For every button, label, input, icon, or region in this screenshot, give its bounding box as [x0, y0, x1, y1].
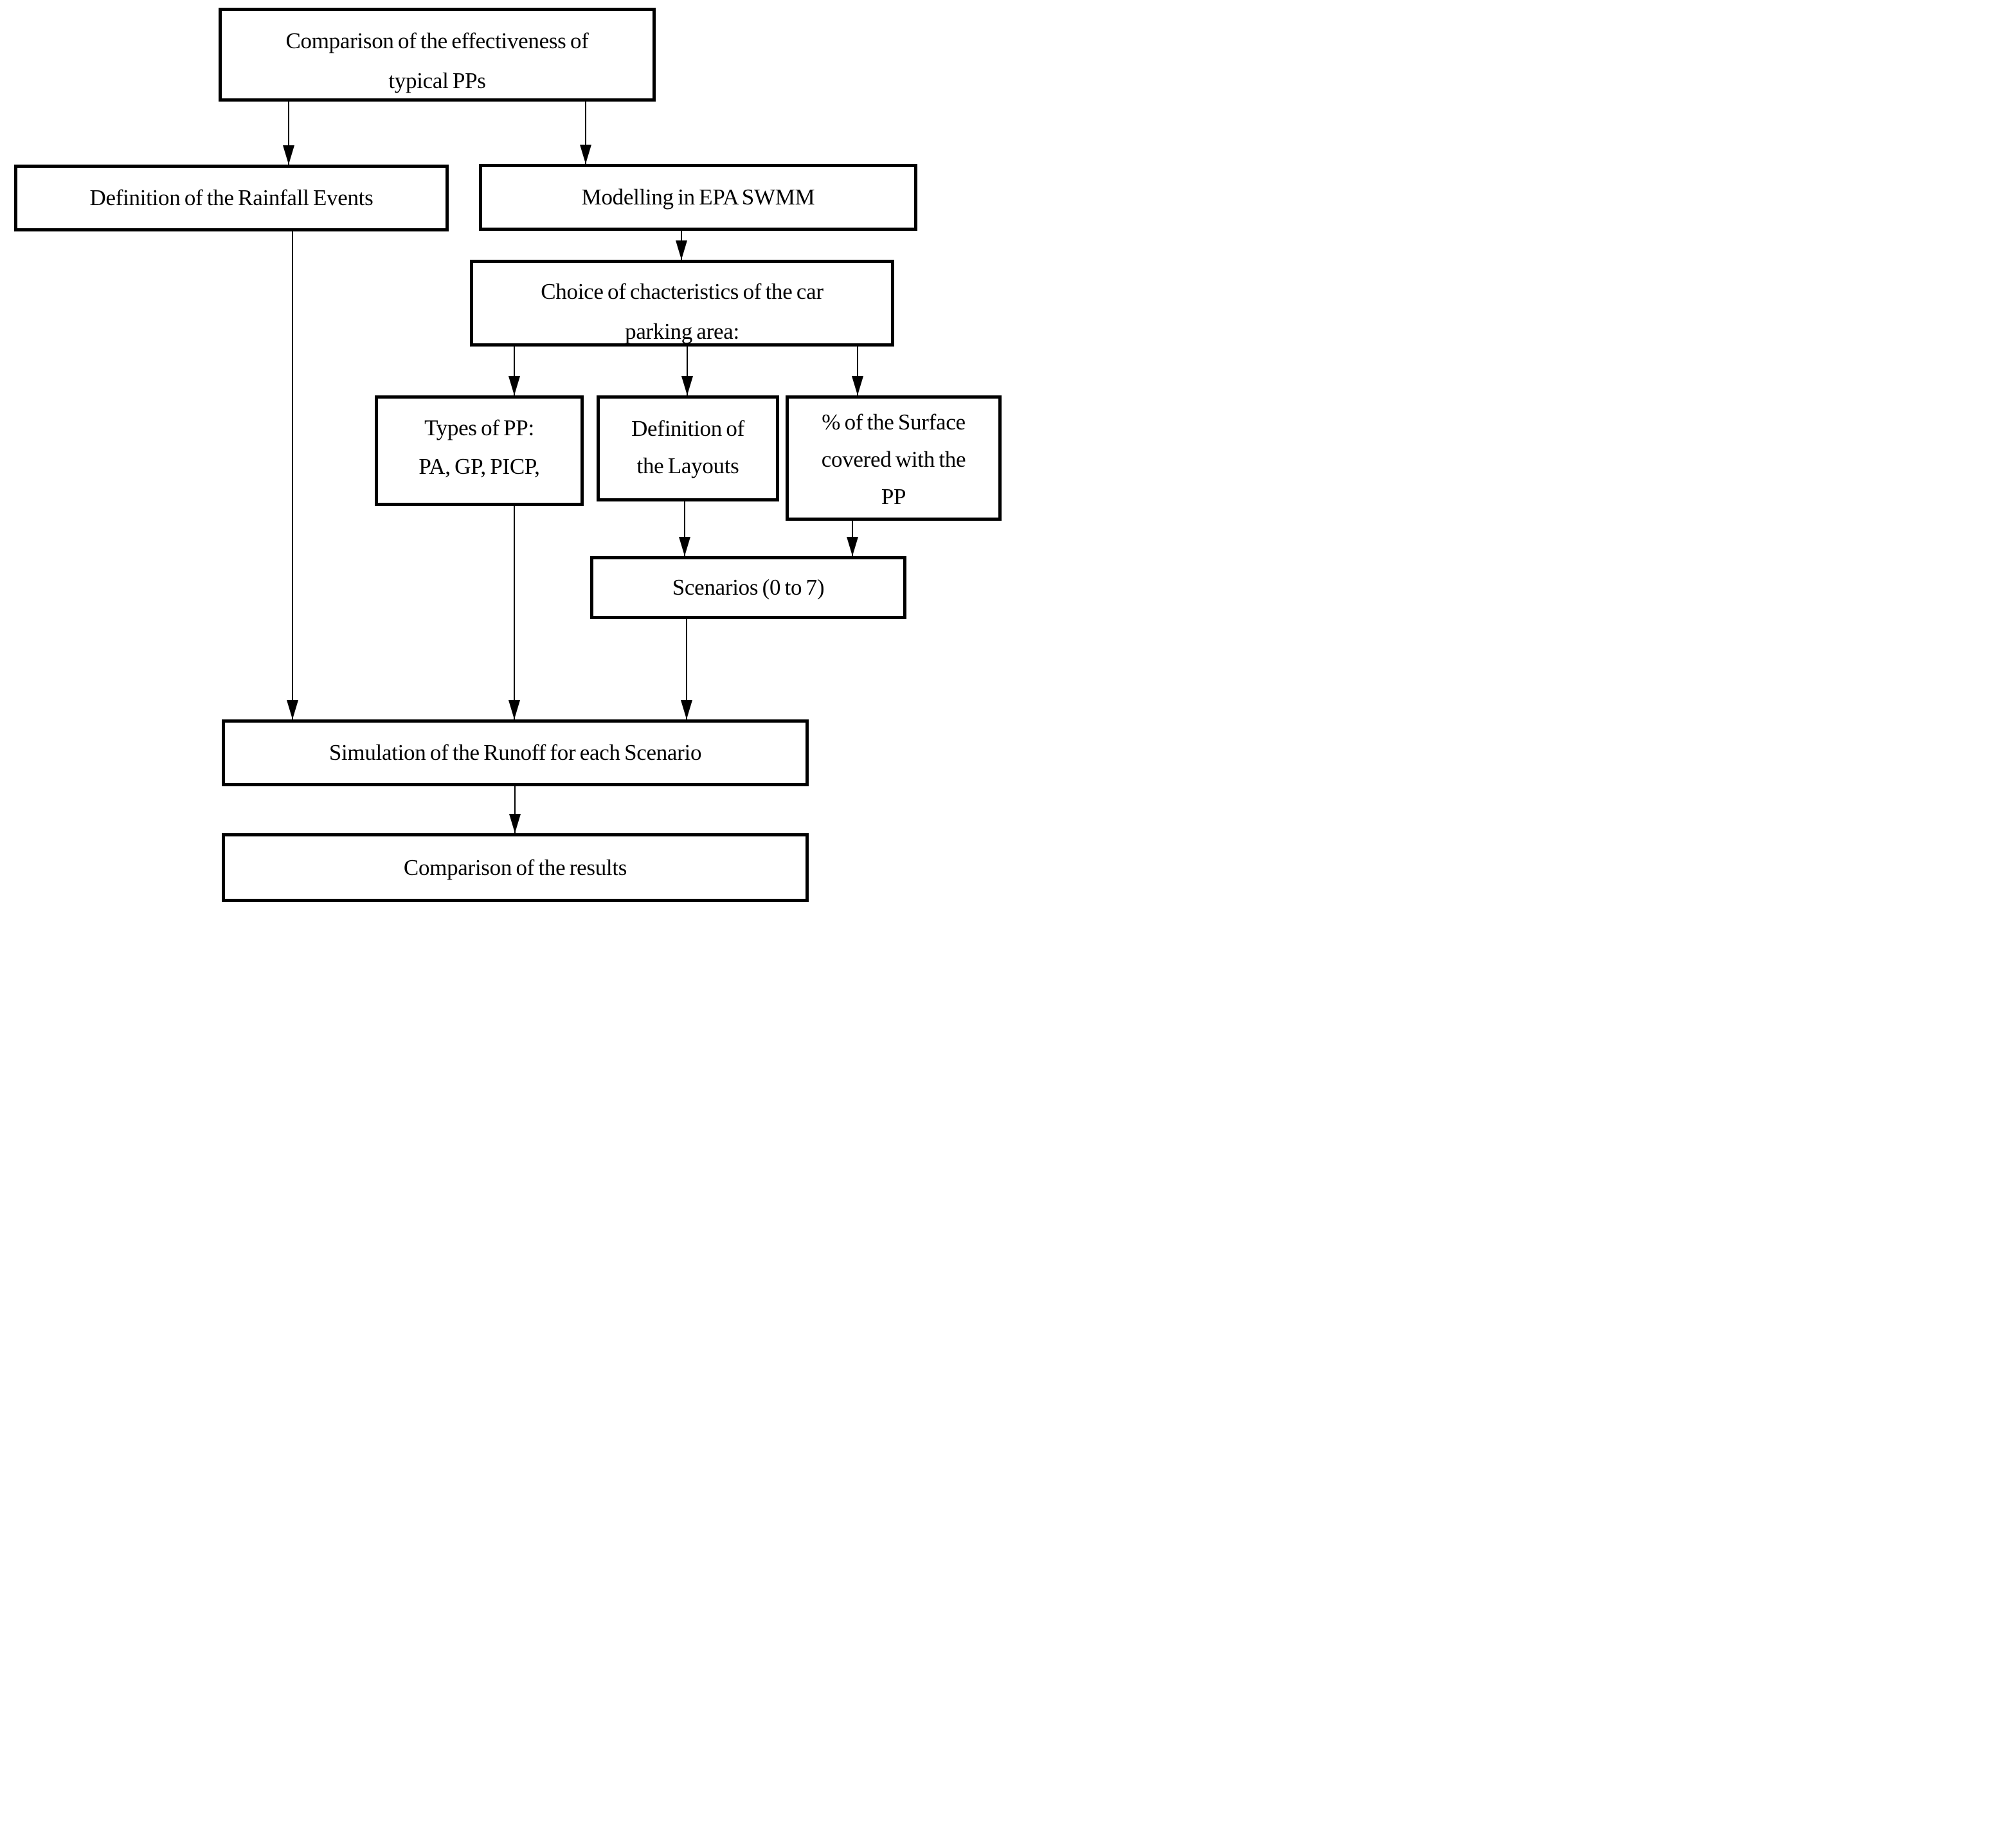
arrow-simulation-to-results-line [514, 786, 516, 833]
node-text-line: Scenarios (0 to 7) [672, 575, 825, 600]
node-text-line: Definition of the Rainfall Events [89, 185, 374, 210]
node-text-line: typical PPs [388, 68, 486, 93]
arrow-types-to-simulation-line [514, 506, 515, 719]
arrow-scenarios-to-simulation-head [681, 700, 692, 719]
node-text-line: Choice of chacteristics of the car [541, 279, 824, 304]
arrow-surface-to-scenarios-head [847, 537, 858, 556]
node-text-line: the Layouts [636, 453, 739, 478]
node-text-line: PA, GP, PICP, [419, 454, 540, 479]
arrow-rainfall-to-simulation-line [292, 231, 293, 719]
arrow-choice-to-surface-head [852, 376, 863, 395]
node-text-line: Simulation of the Runoff for each Scenar… [328, 740, 702, 765]
node-parking-characteristics: Choice of chacteristics of the car parki… [470, 260, 894, 347]
arrow-layouts-to-scenarios-line [684, 501, 685, 556]
node-epa-swmm: Modelling in EPA SWMM [479, 164, 917, 231]
arrow-comparison-to-rainfall-line [288, 102, 289, 165]
arrow-rainfall-to-simulation-head [287, 700, 298, 719]
arrow-comparison-to-swmm-head [580, 145, 591, 164]
arrow-choice-to-types-line [514, 347, 515, 395]
node-surface-percentage: % of the Surface covered with the PP [786, 395, 1002, 521]
arrow-choice-to-layouts-line [687, 347, 688, 395]
node-results-comparison: Comparison of the results [222, 833, 809, 902]
arrow-simulation-to-results-head [509, 814, 521, 833]
node-scenarios: Scenarios (0 to 7) [590, 556, 906, 619]
arrow-comparison-to-swmm-line [585, 102, 586, 164]
arrow-choice-to-layouts-head [681, 376, 693, 395]
node-types-of-pp: Types of PP: PA, GP, PICP, [375, 395, 584, 506]
arrow-layouts-to-scenarios-head [679, 537, 690, 556]
arrow-swmm-to-choice-head [676, 240, 687, 260]
node-text-line: parking area: [625, 319, 739, 344]
node-text-line: Modelling in EPA SWMM [581, 185, 815, 210]
node-definition-layouts: Definition of the Layouts [597, 395, 779, 501]
arrow-choice-to-types-head [509, 376, 520, 395]
node-text-line: Definition of [631, 416, 744, 441]
node-comparison-effectiveness: Comparison of the effectiveness of typic… [219, 8, 656, 102]
node-text-line: % of the Surface [822, 410, 966, 435]
node-text-line: PP [881, 484, 906, 509]
node-text-line: covered with the [821, 447, 966, 472]
arrow-comparison-to-rainfall-head [283, 145, 294, 165]
node-text-line: Comparison of the results [403, 854, 627, 880]
arrow-choice-to-surface-line [857, 347, 858, 395]
node-text-line: Types of PP: [424, 415, 534, 440]
node-runoff-simulation: Simulation of the Runoff for each Scenar… [222, 719, 809, 786]
node-text-line: Comparison of the effectiveness of [285, 28, 589, 53]
flowchart-canvas: Comparison of the effectiveness of typic… [0, 0, 1008, 911]
node-rainfall-events: Definition of the Rainfall Events [14, 165, 449, 231]
arrow-types-to-simulation-head [509, 700, 520, 719]
arrow-scenarios-to-simulation-line [686, 619, 687, 719]
